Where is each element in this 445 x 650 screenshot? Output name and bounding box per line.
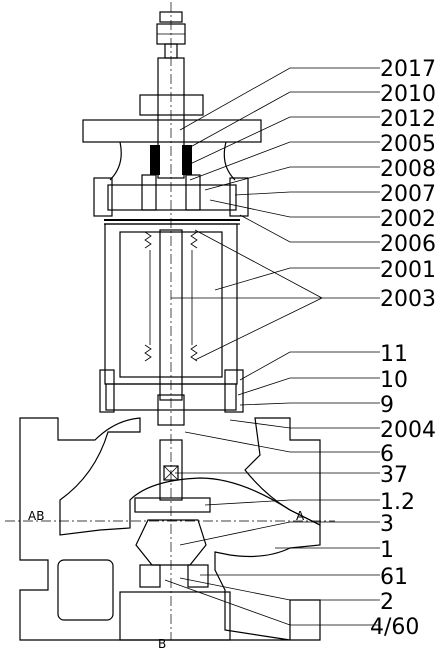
lower-flange [99,369,244,426]
stem-top-nut [156,2,186,640]
label-3: 3 [380,512,394,537]
label-37: 37 [380,463,408,488]
label-2010: 2010 [380,82,436,107]
marker-ab: AB [28,509,44,523]
label-4-60: 4/60 [370,615,419,640]
plug [134,439,211,588]
label-2004: 2004 [380,418,436,443]
label-1-2: 1.2 [380,490,415,515]
label-61: 61 [380,565,408,590]
label-2002: 2002 [380,207,436,232]
label-2006: 2006 [380,232,436,257]
valve-body [19,417,321,641]
label-2012: 2012 [380,107,436,132]
label-2: 2 [380,590,394,615]
marker-a: A [296,509,305,523]
label-2003: 2003 [380,287,436,312]
label-2007: 2007 [380,182,436,207]
label-2001: 2001 [380,258,436,283]
part-labels: 2017 2010 2012 2005 2008 2007 2002 2006 … [370,57,436,640]
label-1: 1 [380,538,394,563]
label-10: 10 [380,368,408,393]
yoke-flange [82,57,262,181]
label-11: 11 [380,342,408,367]
leaders [164,67,380,626]
label-2008: 2008 [380,157,436,182]
label-2017: 2017 [380,57,436,82]
label-2005: 2005 [380,132,436,157]
label-9: 9 [380,393,394,418]
marker-b: B [158,637,166,650]
label-6: 6 [380,442,394,467]
